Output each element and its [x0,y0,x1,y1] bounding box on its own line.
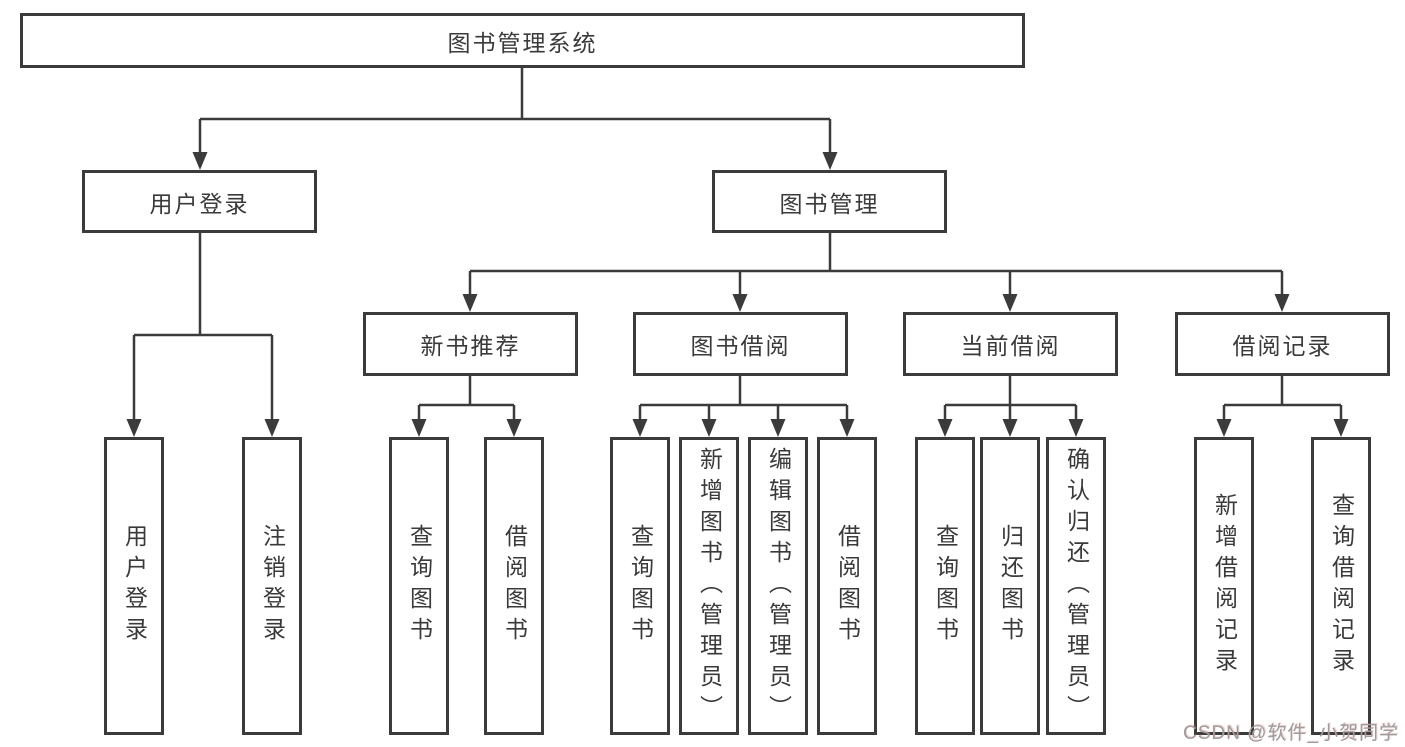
node-label: 图书管理 [779,190,880,217]
arrowhead [411,419,427,437]
node-borrowing-records: 借阅记录 [1175,312,1390,376]
arrowhead [506,419,522,437]
arrowhead [937,419,953,437]
leaf-query-books-current: 查询图书 [915,437,975,735]
node-label: 用户登录 [149,190,250,217]
arrowhead [1333,419,1349,437]
csdn-watermark: CSDN @软件_小贺同学 [1183,723,1399,744]
leaf-user-login: 用户登录 [104,437,164,735]
leaf-label: 查询借阅记录 [1328,493,1355,679]
connector-root-level2 [198,68,832,154]
leaf-label: 编辑图书（管理员） [765,446,792,726]
leaf-label: 查询图书 [627,524,654,648]
arrowhead [192,152,208,170]
node-label: 当前借阅 [960,333,1061,359]
connector-newbook-children [417,376,516,421]
node-label: 借阅记录 [1232,333,1333,359]
leaf-label: 查询图书 [932,524,959,648]
node-label: 新书推荐 [420,333,521,359]
node-book-management: 图书管理 [712,170,947,233]
arrowhead [770,419,786,437]
leaf-logout: 注销登录 [242,437,302,735]
connector-borrow-children [638,376,849,421]
leaf-label: 查询图书 [406,524,433,648]
arrowhead [462,294,478,312]
arrowhead [1002,419,1018,437]
arrowhead [264,419,280,437]
leaf-label: 借阅图书 [834,524,861,648]
arrowhead [839,419,855,437]
arrowhead [1068,419,1084,437]
leaf-add-borrow-record: 新增借阅记录 [1194,437,1254,735]
leaf-label: 借阅图书 [501,524,528,648]
leaf-query-books-newbook: 查询图书 [389,437,449,735]
leaf-add-books-admin: 新增图书（管理员） [679,437,739,735]
arrowhead [822,152,838,170]
node-current-borrowing: 当前借阅 [903,312,1118,376]
leaf-edit-books-admin: 编辑图书（管理员） [748,437,808,735]
node-label: 图书管理系统 [447,29,598,56]
leaf-borrow-books: 借阅图书 [817,437,877,735]
node-root-system: 图书管理系统 [20,13,1025,68]
node-new-book-recommend: 新书推荐 [363,312,578,376]
arrowhead [1002,294,1018,312]
arrowhead [1274,294,1290,312]
arrowhead [126,419,142,437]
leaf-query-books-borrow: 查询图书 [610,437,670,735]
leaf-label: 新增借阅记录 [1211,493,1238,679]
leaf-label: 新增图书（管理员） [696,446,723,726]
leaf-label: 归还图书 [997,524,1024,648]
leaf-label: 注销登录 [259,524,286,648]
arrowhead [732,294,748,312]
arrowhead [632,419,648,437]
node-book-borrowing: 图书借阅 [633,312,848,376]
leaf-confirm-return-admin: 确认归还（管理员） [1046,437,1106,735]
leaf-query-borrow-record: 查询借阅记录 [1311,437,1371,735]
leaf-label: 确认归还（管理员） [1063,446,1090,726]
arrowhead [1216,419,1232,437]
leaf-label: 用户登录 [121,524,148,648]
node-label: 图书借阅 [690,333,791,359]
arrowhead [701,419,717,437]
connector-mgmt-level3 [468,233,1284,296]
node-user-login: 用户登录 [82,170,317,233]
connector-login-children [132,233,274,421]
leaf-borrow-books-newbook: 借阅图书 [484,437,544,735]
leaf-return-books: 归还图书 [980,437,1040,735]
connector-records-children [1222,376,1343,421]
connector-current-children [943,376,1078,421]
